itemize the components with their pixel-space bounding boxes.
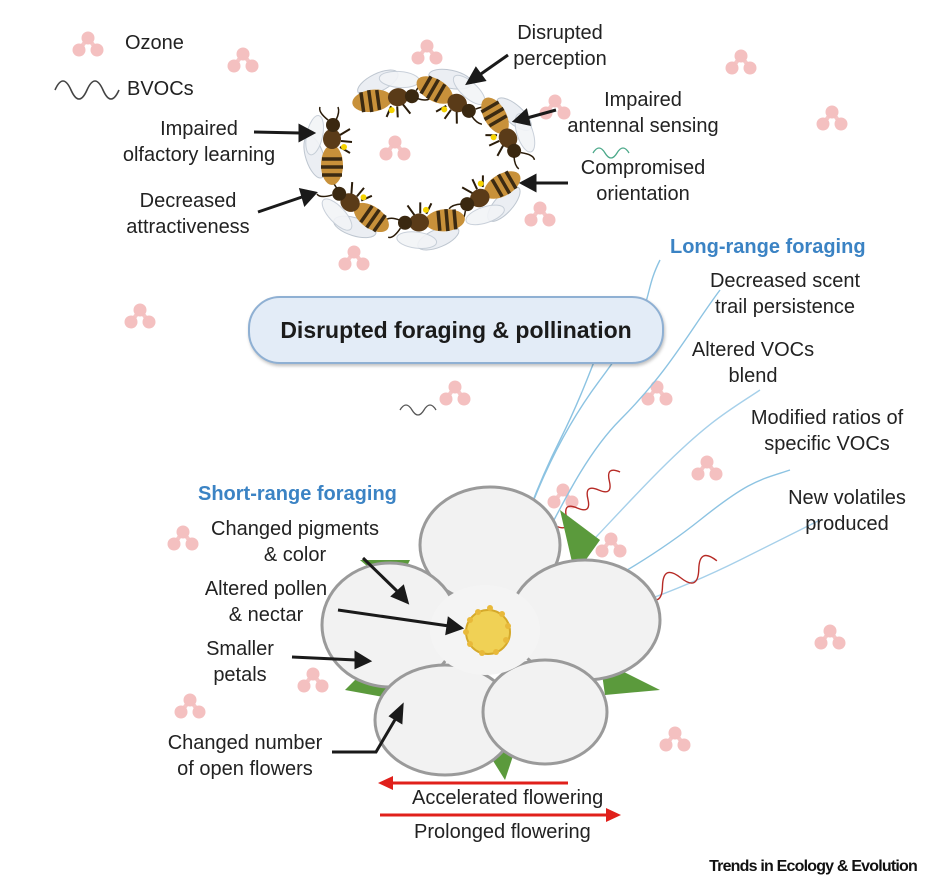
impaired-antennal-sensing-label: Impaired antennal sensing — [567, 89, 719, 137]
disrupted-perception-label: Disrupted perception — [513, 22, 607, 70]
bee-icon — [303, 166, 401, 258]
ozone-legend-icon — [70, 29, 106, 59]
accelerated-flowering-label: Accelerated flowering — [412, 787, 604, 809]
long-range-item: Modified ratios of specific VOCs — [750, 407, 904, 455]
bee-icon — [383, 196, 470, 260]
flower-illustration — [320, 485, 662, 780]
short-range-item: Changed number of open flowers — [167, 732, 323, 780]
short-range-item: Altered pollen & nectar — [204, 578, 328, 626]
decreased-attractiveness-label: Decreased attractiveness — [126, 190, 250, 238]
prolonged-flowering-label: Prolonged flowering — [414, 821, 591, 843]
journal-brand: Trends in Ecology & Evolution — [709, 858, 918, 875]
flowering-arrows — [378, 776, 621, 822]
short-range-title: Short-range foraging — [198, 483, 397, 505]
bee-ring — [297, 50, 554, 260]
ozone-legend-label: Ozone — [125, 32, 184, 54]
center-label: Disrupted foraging & pollination — [280, 316, 632, 343]
bvocs-legend-label: BVOCs — [127, 78, 194, 100]
bvocs-legend-icon — [54, 80, 120, 100]
bee-icon — [297, 105, 354, 187]
disrupted-foraging-pill: Disrupted foraging & pollination — [248, 296, 664, 364]
long-range-item: New volatiles produced — [788, 487, 906, 535]
short-range-item: Smaller petals — [206, 638, 274, 686]
long-range-title: Long-range foraging — [670, 236, 866, 258]
long-range-item: Altered VOCs blend — [691, 339, 815, 387]
impaired-olfactory-learning-label: Impaired olfactory learning — [122, 118, 276, 166]
annotation-arrows — [253, 53, 568, 754]
long-range-item: Decreased scent trail persistence — [709, 270, 861, 318]
compromised-orientation-label: Compromised orientation — [580, 157, 706, 205]
short-range-item: Changed pigments & color — [211, 518, 379, 566]
bee-icon — [346, 58, 435, 126]
